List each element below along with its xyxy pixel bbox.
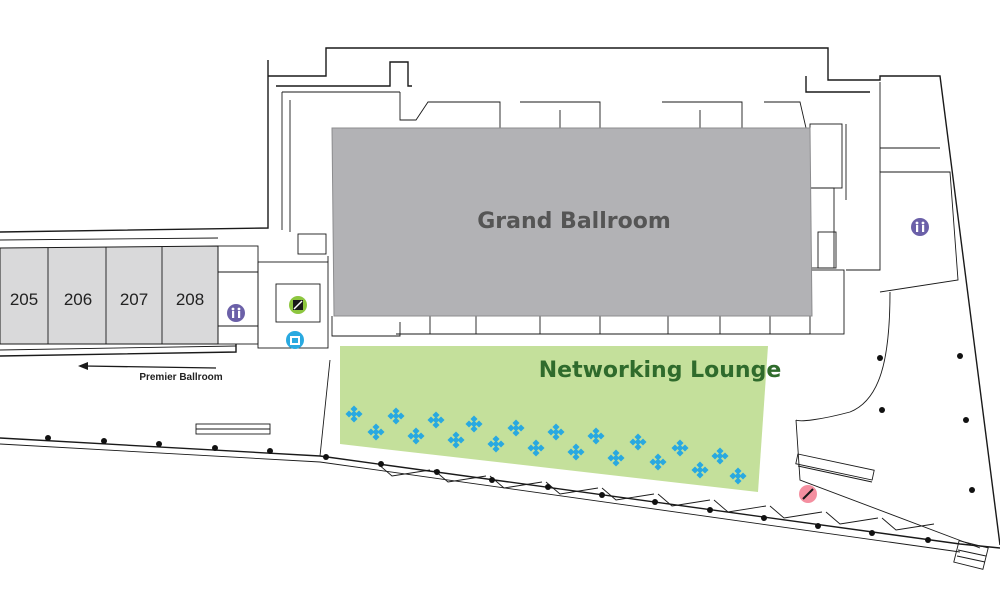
seating-cluster	[367, 423, 385, 441]
seating-cluster	[711, 447, 729, 465]
networking-lounge[interactable]: Networking Lounge	[340, 346, 781, 492]
seating-cluster	[427, 411, 445, 429]
room-207-label: 207	[120, 290, 148, 309]
light-post	[957, 353, 963, 359]
light-post	[761, 515, 767, 521]
light-post	[963, 417, 969, 423]
seating-cluster	[729, 467, 747, 485]
restroom-icon[interactable]	[911, 218, 929, 236]
seating-cluster	[587, 427, 605, 445]
seating-cluster	[671, 439, 689, 457]
seating-cluster	[691, 461, 709, 479]
light-post	[599, 492, 605, 498]
restroom-icon[interactable]	[227, 304, 245, 322]
seating-cluster	[527, 439, 545, 457]
grand-ballroom-label: Grand Ballroom	[477, 209, 671, 234]
seating-cluster	[407, 427, 425, 445]
room-206-label: 206	[64, 290, 92, 309]
seating-cluster	[547, 423, 565, 441]
light-post	[869, 530, 875, 536]
light-post	[815, 523, 821, 529]
networking-lounge-label: Networking Lounge	[539, 358, 782, 383]
terrace-lighting	[45, 353, 975, 543]
seating-cluster	[465, 415, 483, 433]
light-post	[877, 355, 883, 361]
elevator-icon[interactable]	[289, 296, 307, 314]
premier-ballroom-direction[interactable]: Premier Ballroom	[78, 362, 223, 383]
light-post	[925, 537, 931, 543]
room-205-label: 205	[10, 290, 38, 309]
light-post	[45, 435, 51, 441]
seating-cluster	[447, 431, 465, 449]
light-post	[879, 407, 885, 413]
grand-ballroom[interactable]: Grand Ballroom	[331, 127, 813, 317]
seating-cluster	[629, 433, 647, 451]
building-walls	[268, 47, 1000, 546]
light-post	[434, 469, 440, 475]
seating-cluster	[345, 405, 363, 423]
seating-cluster	[567, 443, 585, 461]
left-wing: 205 206 207 208	[0, 60, 329, 357]
light-post	[707, 507, 713, 513]
light-post	[545, 484, 551, 490]
light-post	[267, 448, 273, 454]
light-post	[378, 461, 384, 467]
seating-cluster	[387, 407, 405, 425]
room-208-label: 208	[176, 290, 204, 309]
terrace	[0, 291, 1000, 570]
light-post	[212, 445, 218, 451]
seating-cluster	[607, 449, 625, 467]
seating-cluster	[507, 419, 525, 437]
light-post	[489, 477, 495, 483]
family-room-icon[interactable]	[286, 331, 304, 349]
light-post	[652, 499, 658, 505]
light-post	[323, 454, 329, 460]
premier-ballroom-label: Premier Ballroom	[139, 372, 222, 383]
seating-cluster	[487, 435, 505, 453]
escalator-icon[interactable]	[799, 485, 817, 503]
lounge-seating	[345, 405, 747, 485]
light-post	[101, 438, 107, 444]
seating-cluster	[649, 453, 667, 471]
light-post	[969, 487, 975, 493]
light-post	[156, 441, 162, 447]
